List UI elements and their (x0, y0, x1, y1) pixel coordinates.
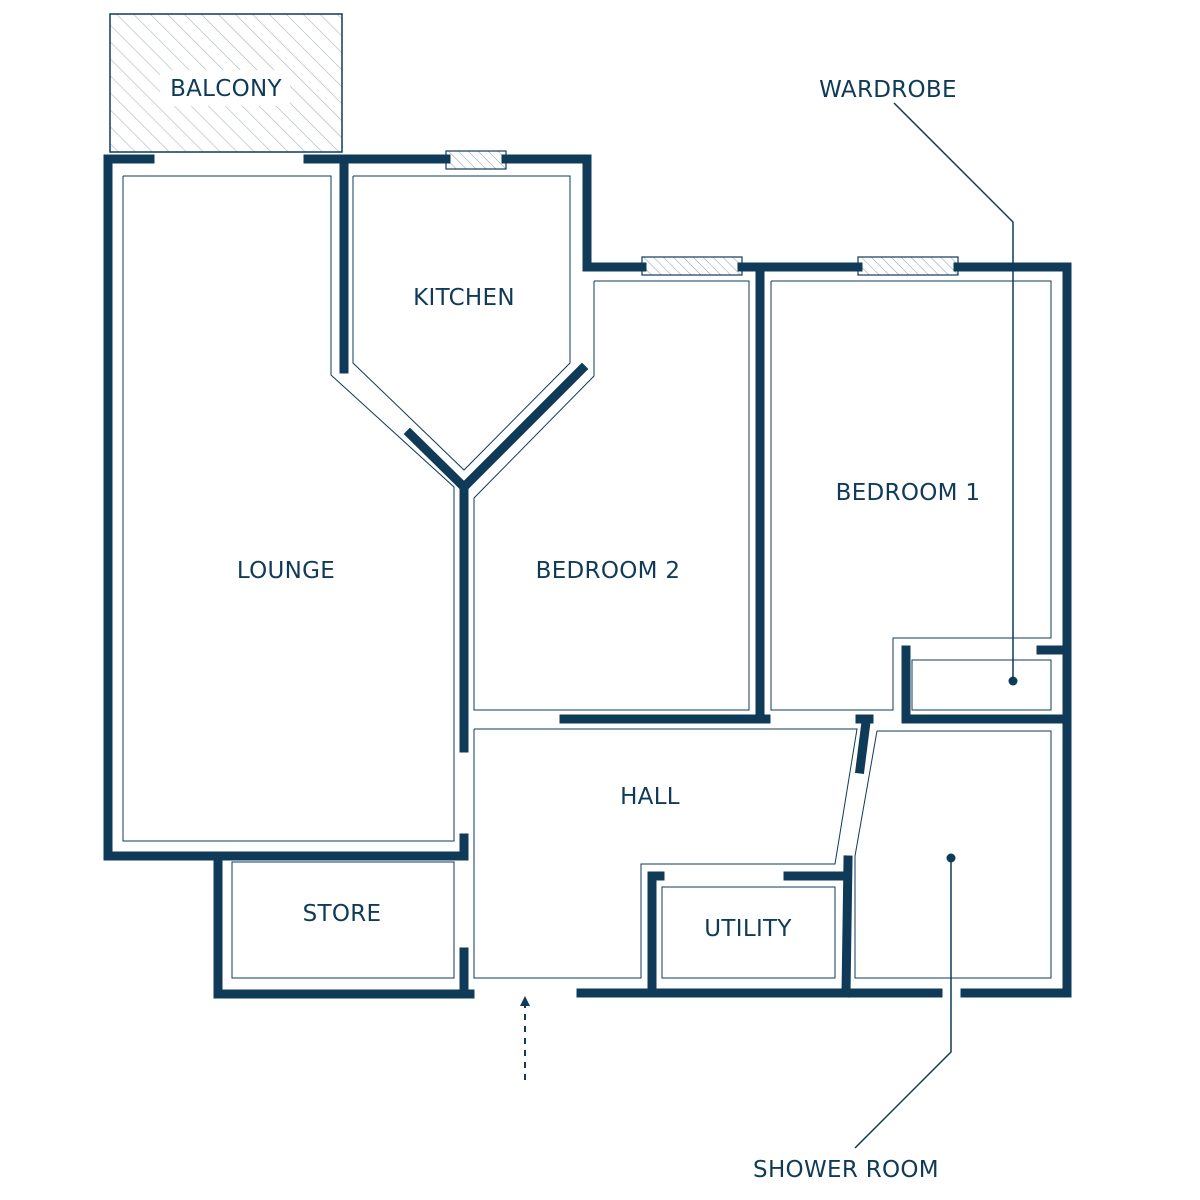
window-icon (641, 256, 743, 276)
window-icon (857, 256, 959, 276)
shower-room-marker (946, 853, 956, 863)
wardrobe-callout-label: WARDROBE (819, 77, 957, 103)
wardrobe-outline (911, 659, 1052, 711)
kitchen-outline (352, 175, 571, 471)
wall-wardrobe-left (901, 645, 1072, 724)
wardrobe-leader-line (893, 102, 1014, 681)
shower-room-outline (854, 730, 1052, 979)
callouts (854, 102, 1018, 1149)
balcony (109, 13, 343, 153)
shower-room-callout-label: SHOWER ROOM (753, 1157, 939, 1183)
bedroom-1-outline (770, 280, 1052, 711)
wall-shower-slant-bottom (841, 855, 853, 998)
balcony-label-bg (160, 70, 290, 106)
bedroom-2-label: BEDROOM 2 (536, 558, 681, 584)
lounge-label: LOUNGE (237, 558, 335, 584)
store-label: STORE (303, 901, 382, 927)
room-labels: BALCONY KITCHEN LOUNGE BEDROOM 2 BEDROOM… (170, 76, 980, 1183)
wardrobe-marker (1008, 676, 1018, 686)
utility-outline (661, 886, 836, 979)
shower-room-leader-line (854, 858, 952, 1149)
inner-outlines (122, 175, 1052, 979)
bedroom-2-outline (473, 280, 750, 711)
kitchen-label: KITCHEN (413, 285, 515, 311)
wall-kitchen-diag-left (403, 427, 471, 494)
wall-top-kitchen-right (501, 154, 647, 272)
wall-shower-slant-top (854, 716, 872, 775)
wall-lounge-divider-lower (213, 833, 469, 861)
bedroom-1-label: BEDROOM 1 (836, 480, 981, 506)
wall-lounge-outer (103, 154, 475, 999)
entrance-arrow-icon (520, 996, 530, 1080)
store-outline (231, 861, 455, 979)
windows (445, 150, 959, 276)
hall-label: HALL (620, 784, 680, 810)
window-icon (445, 150, 507, 170)
wall-kitchen-diag-right (457, 362, 589, 494)
utility-label: UTILITY (704, 916, 792, 942)
hall-outline (473, 728, 858, 979)
lounge-outline (122, 175, 455, 842)
balcony-label: BALCONY (170, 76, 282, 102)
